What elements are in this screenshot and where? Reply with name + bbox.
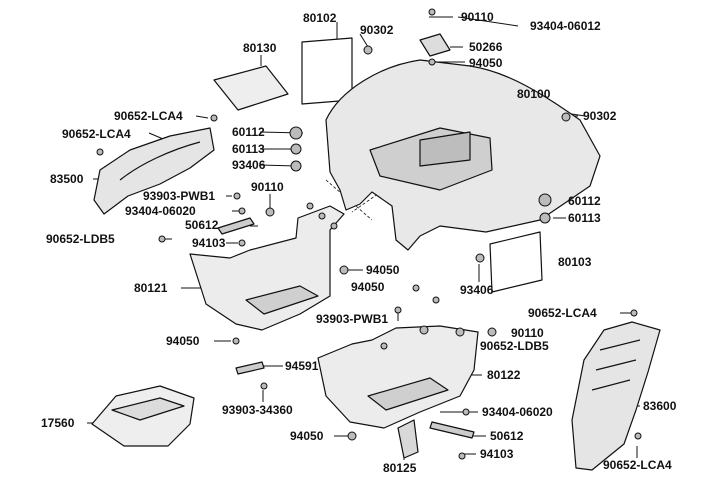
part-label-93903-pwb1-a: 93903-PWB1	[143, 189, 216, 203]
part-label-60112-right: 60112	[568, 194, 601, 208]
part-label-90652-lca4-c: 90652-LCA4	[528, 306, 597, 320]
panel-80103	[489, 231, 543, 293]
fasteners	[96, 8, 642, 460]
part-label-93406-b: 93406	[460, 283, 494, 297]
side-panel-83500	[93, 127, 215, 215]
part-label-90652-ldb5-b: 90652-LDB5	[480, 339, 549, 353]
panels	[91, 33, 661, 471]
part-label-80130: 80130	[243, 41, 277, 55]
part-label-80122: 80122	[487, 368, 521, 382]
part-label-83500: 83500	[50, 172, 84, 186]
part-label-60113-mid: 60113	[232, 142, 265, 156]
part-label-90110-mid: 90110	[251, 180, 284, 194]
part-label-94103-a: 94103	[192, 236, 226, 250]
bracket-50266	[419, 33, 451, 57]
part-label-94103-b: 94103	[480, 447, 514, 461]
strip-50612-a	[217, 217, 255, 235]
part-label-90302-right: 90302	[583, 109, 617, 123]
part-label-80102: 80102	[303, 11, 337, 25]
part-label-94050-b: 94050	[351, 280, 385, 294]
part-label-94050-top: 94050	[469, 56, 503, 70]
part-label-90110-top: 90110	[461, 10, 494, 24]
part-label-94591: 94591	[285, 359, 319, 373]
part-label-50612-a: 50612	[185, 218, 219, 232]
part-label-80121: 80121	[134, 281, 168, 295]
part-label-60112-mid: 60112	[232, 125, 265, 139]
part-label-90652-ldb5-a: 90652-LDB5	[46, 232, 115, 246]
part-label-80103: 80103	[558, 255, 592, 269]
part-label-83600: 83600	[643, 399, 677, 413]
part-label-50612-b: 50612	[490, 429, 524, 443]
part-label-93406-mid: 93406	[232, 158, 266, 172]
strip-50612-b	[429, 421, 475, 439]
footwell-80122	[317, 325, 479, 429]
part-label-94050-mid: 94050	[366, 263, 400, 277]
part-label-17560: 17560	[41, 416, 75, 430]
part-label-93404-06012: 93404-06012	[530, 19, 601, 33]
side-panel-83600	[571, 321, 661, 471]
plate-80130	[213, 65, 289, 111]
part-label-94050-d: 94050	[290, 429, 324, 443]
panel-80102	[301, 37, 353, 105]
part-label-90652-lca4-a: 90652-LCA4	[114, 109, 183, 123]
part-label-50266: 50266	[469, 40, 503, 54]
part-label-93404-06020-a: 93404-06020	[125, 204, 196, 218]
part-label-90652-lca4-b: 90652-LCA4	[62, 127, 131, 141]
panel-80125	[397, 419, 419, 459]
part-label-94050-c: 94050	[166, 334, 200, 348]
part-label-90652-lca4-d: 90652-LCA4	[603, 458, 672, 472]
part-label-93903-pwb1-b: 93903-PWB1	[316, 312, 389, 326]
part-label-93903-34360: 93903-34360	[222, 403, 293, 417]
part-label-90302-top: 90302	[360, 23, 394, 37]
part-label-60113-right: 60113	[568, 211, 601, 225]
part-label-80100: 80100	[517, 87, 551, 101]
strip-94591	[235, 361, 265, 375]
part-label-80125: 80125	[383, 461, 417, 475]
part-label-93404-06020-b: 93404-06020	[482, 405, 553, 419]
part-label-90110-b: 90110	[511, 326, 544, 340]
